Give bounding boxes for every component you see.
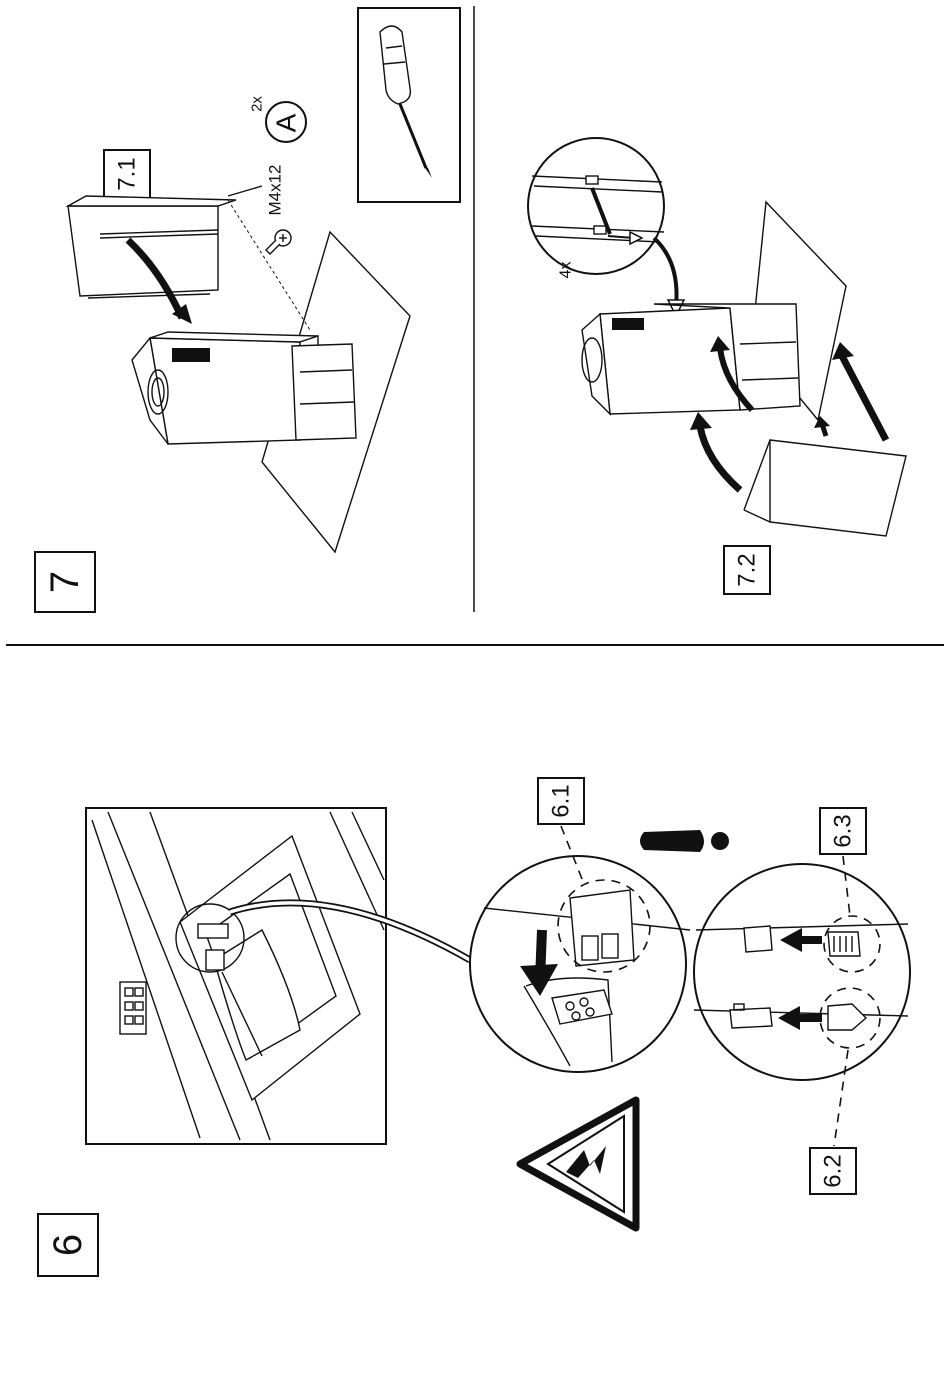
tool-box [358, 8, 460, 202]
step7-2-label: 7.2 [734, 553, 761, 586]
plug-6-3 [828, 932, 860, 956]
step6-number: 6 [46, 1234, 90, 1256]
cover-panel [68, 196, 236, 298]
screw-spec: M4x12 [266, 164, 285, 215]
detail-qty: 4x [558, 262, 575, 279]
step7-1-label: 7.1 [114, 157, 141, 190]
detail-magnifier [528, 138, 664, 274]
step6-1-label: 6.1 [548, 784, 575, 817]
hood-body [132, 332, 356, 444]
attention-icon [640, 830, 729, 852]
step6-panel: 6 [38, 778, 910, 1276]
label-patch [172, 348, 210, 362]
screw-icon [266, 230, 291, 254]
screw-qty: 2x [249, 96, 266, 112]
screw-code: A [271, 113, 302, 132]
step6-3-label: 6.3 [830, 814, 857, 847]
step6-2-label: 6.2 [820, 1154, 847, 1187]
socket-6-2 [730, 1008, 772, 1028]
electric-hazard-icon [520, 1100, 636, 1228]
detail-6-2-circle [694, 864, 910, 1080]
chimney-cover [770, 440, 906, 536]
step7-right-panel: 7.2 4x [528, 138, 906, 594]
label-patch-2 [612, 318, 644, 330]
socket-6-3 [744, 926, 772, 952]
hood-body-2 [582, 304, 800, 414]
step7-number: 7 [43, 571, 87, 593]
step7-left-panel: 7 7.1 M4x12 2x A [35, 8, 460, 612]
